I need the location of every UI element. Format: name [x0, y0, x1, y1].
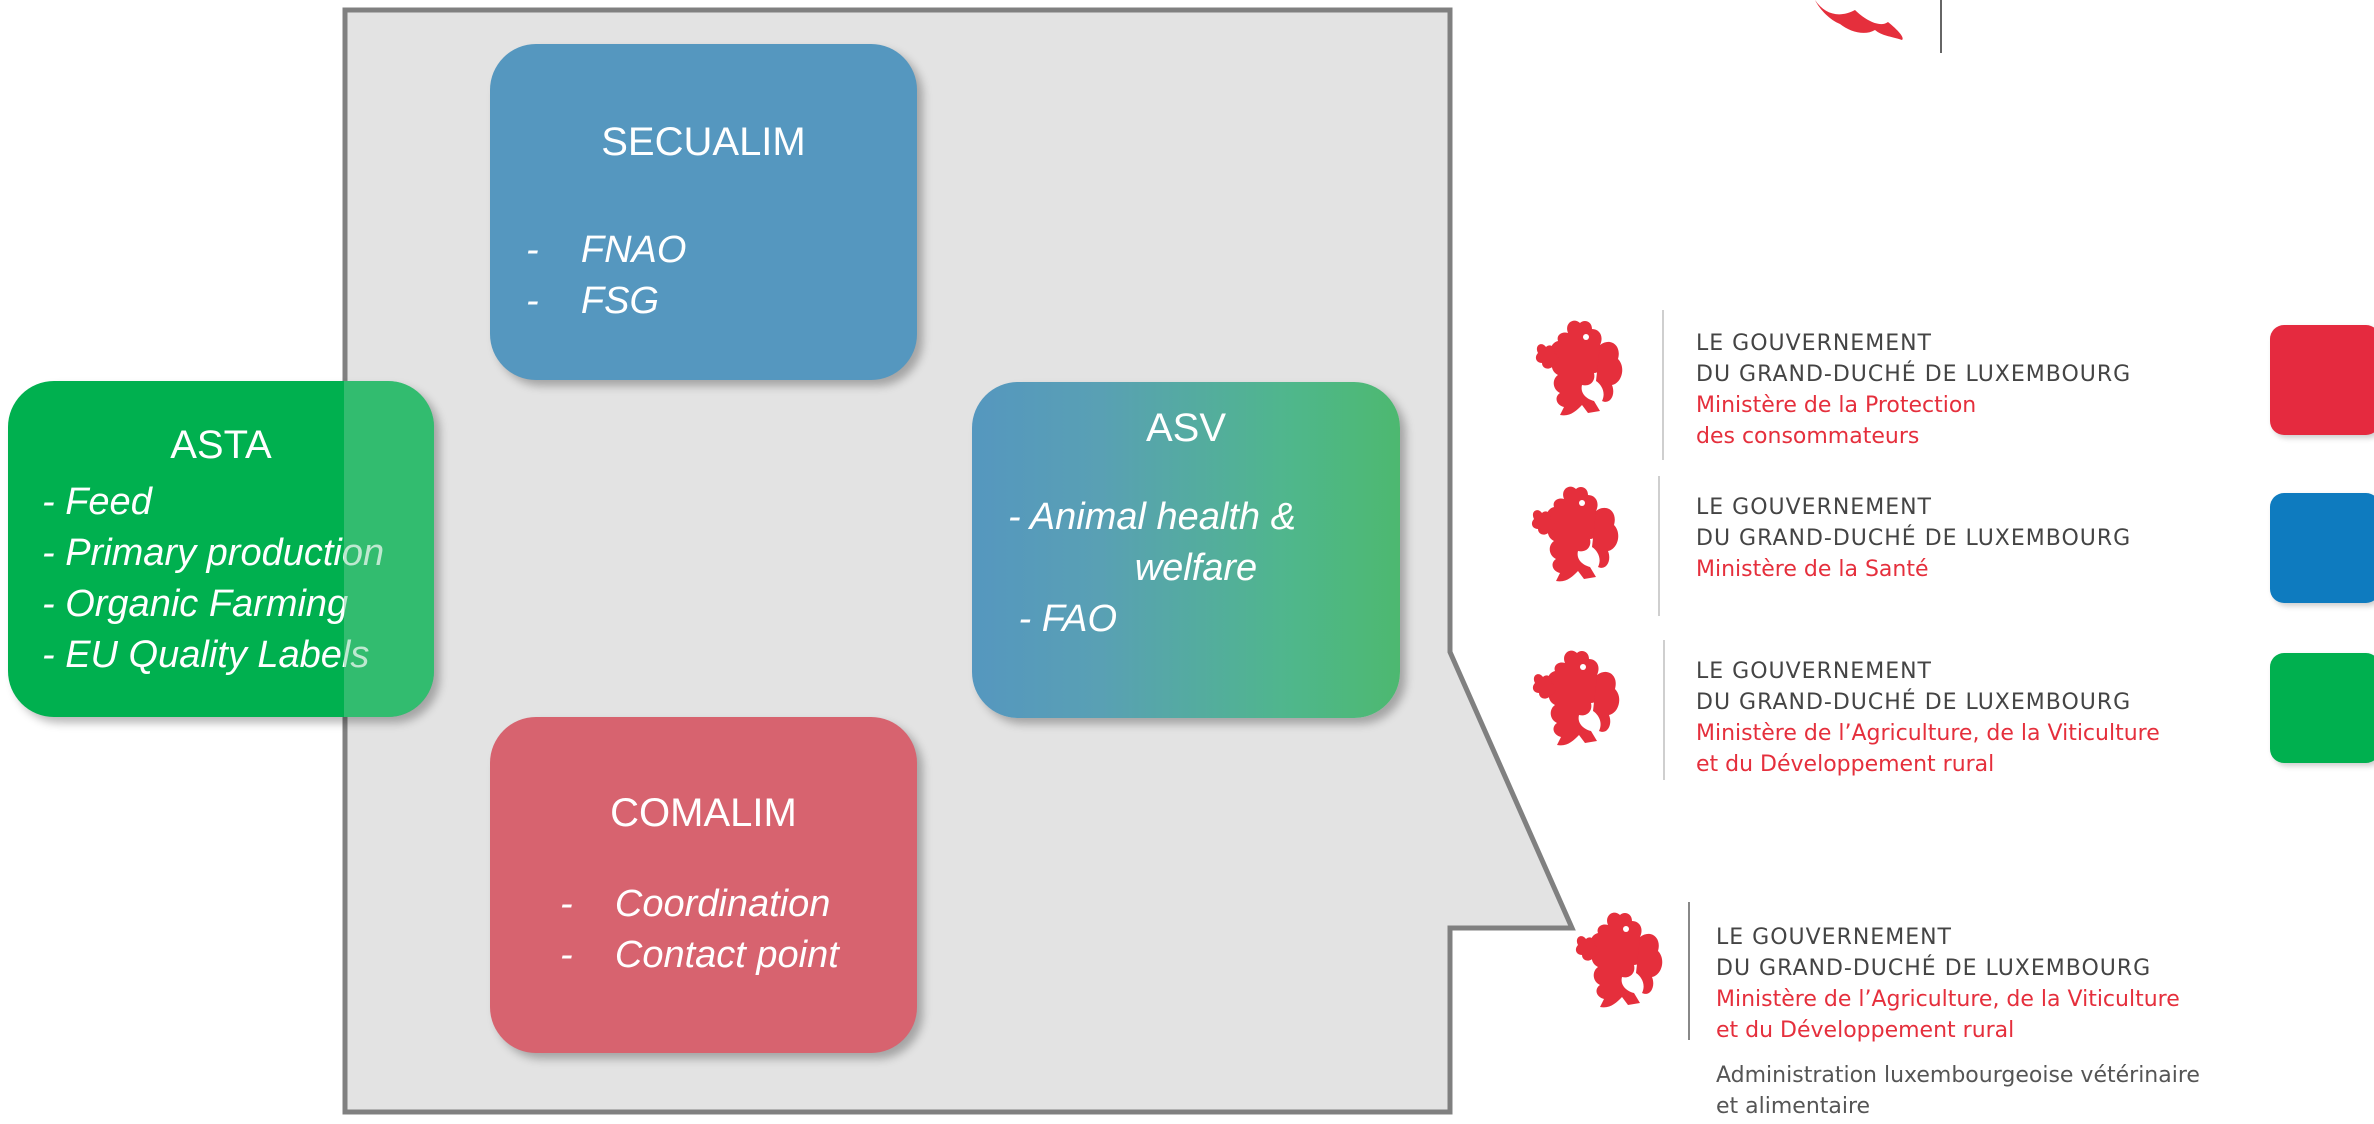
logo-divider: [1663, 640, 1665, 780]
asv-title: ASV: [1145, 406, 1227, 450]
gov-line-1: LE GOUVERNEMENT: [1696, 331, 1932, 356]
administration-line-2: et alimentaire: [1716, 1094, 1871, 1119]
logo-text: LE GOUVERNEMENT DU GRAND-DUCHÉ DE LUXEMB…: [1696, 656, 2160, 780]
secualim-box: SECUALIM - FNAO - FSG: [490, 44, 917, 380]
ministry-line-2: et du Développement rural: [1716, 1018, 2015, 1043]
swatch-green: [2270, 653, 2374, 763]
ministry-line-2: et du Développement rural: [1696, 752, 1995, 777]
luxembourg-lion-icon: [1532, 650, 1620, 746]
ministry-line-1: Ministère de l’Agriculture, de la Viticu…: [1696, 721, 2160, 746]
ministry-line-1: Ministère de la Santé: [1696, 557, 1929, 582]
gov-line-1: LE GOUVERNEMENT: [1696, 495, 1932, 520]
asv-item: - FAO: [1008, 598, 1118, 640]
administration-line-1: Administration luxembourgeoise vétérinai…: [1716, 1063, 2200, 1088]
luxembourg-lion-icon: [1531, 486, 1619, 582]
gov-line-2: DU GRAND-DUCHÉ DE LUXEMBOURG: [1696, 526, 2132, 551]
gov-line-1: LE GOUVERNEMENT: [1696, 659, 1932, 684]
logo-divider: [1688, 902, 1690, 1040]
logo-text: LE GOUVERNEMENT DU GRAND-DUCHÉ DE LUXEMB…: [1696, 492, 2131, 585]
comalim-box: COMALIM - Coordination - Contact point: [490, 717, 917, 1053]
luxembourg-lion-icon: [1535, 320, 1623, 416]
comalim-item: - Contact point: [560, 934, 839, 976]
gov-line-2: DU GRAND-DUCHÉ DE LUXEMBOURG: [1696, 362, 2132, 387]
secualim-list: - FNAO - FSG: [526, 225, 686, 327]
comalim-item: - Coordination: [560, 883, 831, 925]
asta-list: - Feed - Primary production - Organic Fa…: [42, 477, 384, 681]
luxembourg-lion-icon: [1575, 912, 1663, 1008]
swatch-blue: [2270, 493, 2374, 603]
gov-line-1: LE GOUVERNEMENT: [1716, 925, 1952, 950]
asta-title: ASTA: [170, 423, 272, 467]
asta-item: - EU Quality Labels: [42, 634, 370, 676]
top-lion-icon: [1815, 0, 1903, 40]
asv-list: - Animal health & welfare - FAO: [1008, 492, 1296, 645]
secualim-title: SECUALIM: [601, 120, 806, 164]
comalim-list: - Coordination - Contact point: [560, 879, 839, 981]
top-divider: [1940, 0, 1942, 53]
logo-divider: [1662, 310, 1664, 460]
asv-box: ASV - Animal health & welfare - FAO: [972, 382, 1400, 718]
asta-box: ASTA - Feed - Primary production - Organ…: [8, 381, 434, 717]
logo-divider: [1658, 476, 1660, 616]
secualim-item: - FNAO: [526, 229, 687, 271]
logo-text: LE GOUVERNEMENT DU GRAND-DUCHÉ DE LUXEMB…: [1716, 922, 2200, 1122]
ministry-line-2: des consommateurs: [1696, 424, 1920, 449]
asta-item: - Organic Farming: [42, 583, 349, 625]
ministry-line-1: Ministère de l’Agriculture, de la Viticu…: [1716, 987, 2180, 1012]
logo-text: LE GOUVERNEMENT DU GRAND-DUCHÉ DE LUXEMB…: [1696, 328, 2131, 452]
asta-item: - Feed: [42, 481, 152, 523]
gov-line-2: DU GRAND-DUCHÉ DE LUXEMBOURG: [1716, 956, 2152, 981]
asv-item: - Animal health &: [1008, 496, 1296, 538]
asta-item: - Primary production: [42, 532, 385, 574]
asv-item: welfare: [1008, 547, 1258, 589]
ministry-line-1: Ministère de la Protection: [1696, 393, 1977, 418]
gov-line-2: DU GRAND-DUCHÉ DE LUXEMBOURG: [1696, 690, 2132, 715]
swatch-red: [2270, 325, 2374, 435]
secualim-item: - FSG: [526, 280, 659, 322]
comalim-title: COMALIM: [610, 791, 797, 835]
